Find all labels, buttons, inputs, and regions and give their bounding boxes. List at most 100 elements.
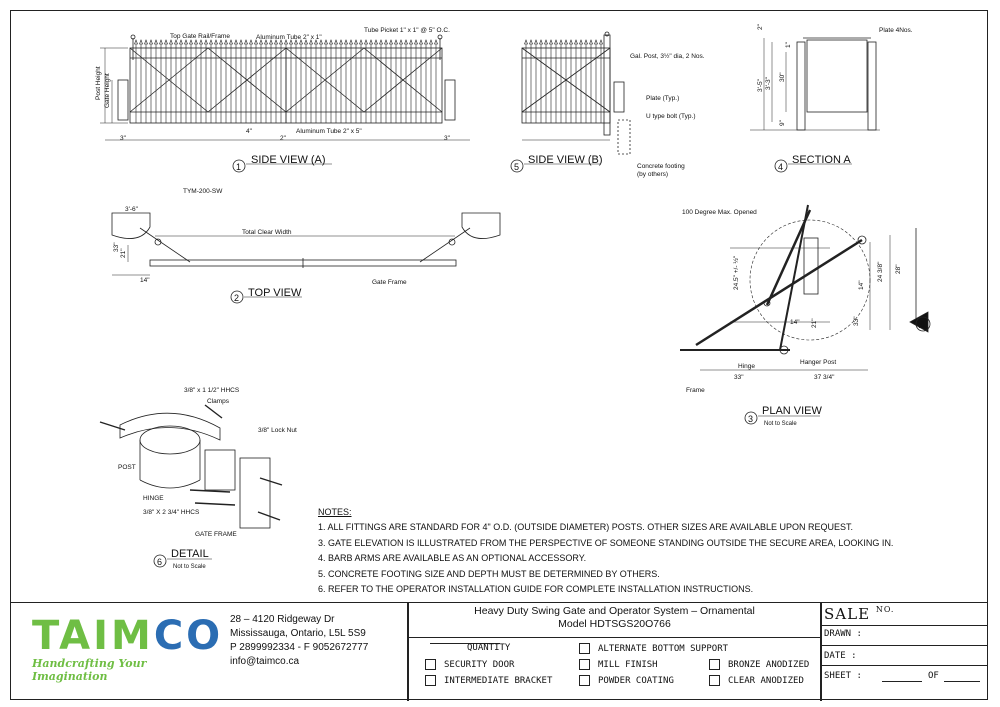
dim-top-33: 33"	[113, 242, 120, 252]
side-view-a-number: 1	[236, 162, 241, 172]
checkbox[interactable]	[709, 675, 720, 686]
picket-tip	[279, 39, 283, 45]
picket-tip	[204, 39, 208, 45]
label-hinge-caps: HINGE	[143, 495, 164, 502]
option-mill-finish[interactable]: MILL FINISH	[579, 659, 658, 670]
picket-tip	[219, 39, 223, 45]
dim-2in: 2"	[280, 135, 287, 142]
picket-tip	[349, 39, 353, 45]
detail-number: 6	[157, 557, 162, 567]
dim-plan-21: 21"	[811, 318, 818, 328]
checkbox[interactable]	[579, 643, 590, 654]
picket-tip	[429, 39, 433, 45]
picket-tip	[184, 39, 188, 45]
date-field[interactable]: DATE :	[824, 651, 857, 661]
picket-tip	[244, 39, 248, 45]
dim-sec-3-3: 3'-3"	[765, 76, 772, 90]
of-label: OF	[928, 671, 939, 681]
picket-tip	[329, 39, 333, 45]
option-security-door[interactable]: SECURITY DOOR	[425, 659, 514, 670]
picket-tip	[539, 39, 543, 45]
note-item: 6. REFER TO THE OPERATOR INSTALLATION GU…	[318, 584, 754, 595]
picket-tip	[379, 39, 383, 45]
dim-sec-9: 9"	[779, 119, 786, 126]
picket-tip	[569, 39, 573, 45]
divider	[407, 603, 409, 701]
picket-tip	[524, 39, 528, 45]
detail-title: DETAIL	[171, 548, 209, 560]
picket-tip	[559, 39, 563, 45]
label-tym: TYM-200-SW	[183, 188, 223, 195]
notes-block: NOTES: 1. ALL FITTINGS ARE STANDARD FOR …	[318, 505, 893, 597]
picket-tip	[304, 39, 308, 45]
dim-3in-left: 3"	[120, 135, 127, 142]
plan-view-drawing	[680, 204, 929, 371]
picket-tip	[294, 39, 298, 45]
label-by-others: (by others)	[637, 171, 668, 178]
picket-tip	[164, 39, 168, 45]
picket-tip	[594, 39, 598, 45]
picket-tip	[369, 39, 373, 45]
option-alternate-bottom-support[interactable]: ALTERNATE BOTTOM SUPPORT	[579, 643, 728, 654]
detail-subtitle: Not to Scale	[173, 564, 206, 570]
sheet-field[interactable]: SHEET :	[824, 671, 862, 681]
label-gate-frame: Gate Frame	[372, 279, 407, 286]
picket-tip	[214, 39, 218, 45]
label-100-degree: 100 Degree Max. Opened	[682, 209, 757, 216]
picket-tip	[134, 39, 138, 45]
side-view-b-title: SIDE VIEW (B)	[528, 154, 603, 166]
option-powder-coating[interactable]: POWDER COATING	[579, 675, 674, 686]
label-alu-tube-2x5: Aluminum Tube 2" x 5"	[296, 128, 362, 135]
address-line-1: 28 – 4120 Ridgeway Dr	[230, 614, 335, 625]
picket-tip	[599, 39, 603, 45]
picket-tip	[354, 39, 358, 45]
picket-tip	[149, 39, 153, 45]
detail-drawing	[99, 404, 283, 529]
sheet-blank	[882, 681, 922, 682]
title-line-1: Heavy Duty Swing Gate and Operator Syste…	[474, 605, 755, 617]
picket-tip	[394, 39, 398, 45]
gate-frame-part	[239, 457, 271, 529]
checkbox[interactable]	[425, 675, 436, 686]
title-block: TAIMCO Handcrafting Your Imagination 28 …	[10, 602, 988, 701]
checkbox[interactable]	[579, 659, 590, 670]
checkbox[interactable]	[709, 659, 720, 670]
picket-tip	[384, 39, 388, 45]
sale-label: SALE NO.	[824, 605, 895, 623]
picket-tip	[284, 39, 288, 45]
picket-tip	[529, 39, 533, 45]
picket-tip	[334, 39, 338, 45]
options-area: QUANTITY SECURITY DOOR INTERMEDIATE BRAC…	[415, 643, 820, 699]
option-clear-anodized[interactable]: CLEAR ANODIZED	[709, 675, 804, 686]
left-post	[117, 79, 129, 121]
option-intermediate-bracket[interactable]: INTERMEDIATE BRACKET	[425, 675, 552, 686]
picket-tip	[179, 39, 183, 45]
label-hhcs-long: 3/8" X 2 3/4" HHCS	[143, 509, 200, 516]
divider	[408, 637, 820, 638]
picket-tip	[239, 39, 243, 45]
address-line-2: Mississauga, Ontario, L5L 5S9	[230, 628, 366, 639]
checkbox[interactable]	[579, 675, 590, 686]
picket-tip	[364, 39, 368, 45]
title-line-2: Model HDTSGS20O766	[558, 618, 671, 630]
picket-tip	[144, 39, 148, 45]
picket-tip	[344, 39, 348, 45]
divider	[820, 603, 822, 701]
picket-tip	[374, 39, 378, 45]
picket-tip	[554, 39, 558, 45]
checkbox[interactable]	[425, 659, 436, 670]
drawn-field[interactable]: DRAWN :	[824, 629, 862, 639]
right-post	[444, 79, 456, 121]
option-bronze-anodized[interactable]: BRONZE ANODIZED	[709, 659, 809, 670]
logo-wordmark: TAIM	[32, 613, 154, 659]
dim-3in-right: 3"	[444, 135, 451, 142]
label-plate-typ: Plate (Typ.)	[646, 95, 679, 102]
picket-tip	[359, 39, 363, 45]
drawing-title: Heavy Duty Swing Gate and Operator Syste…	[409, 605, 820, 631]
label-top-gate-rail: Top Gate Rail/Frame	[170, 33, 230, 40]
label-hanger-post: Hanger Post	[800, 359, 836, 366]
dim-plan-33c: 33"	[734, 374, 744, 381]
picket-tip	[209, 39, 213, 45]
phone-fax: P 2899992334 - F 9052672777	[230, 642, 369, 653]
dim-top-14: 14"	[140, 277, 150, 284]
